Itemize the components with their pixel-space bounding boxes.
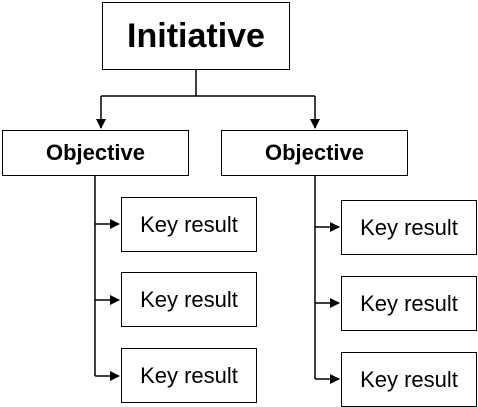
key-result-label: Key result — [360, 290, 458, 316]
key-result-box-1-1: Key result — [121, 197, 257, 252]
objective-label: Objective — [264, 140, 365, 165]
key-result-box-1-3: Key result — [121, 348, 257, 403]
objective-box-2: Objective — [221, 130, 408, 176]
objective-1-connector — [94, 176, 120, 381]
objective-box-1: Objective — [2, 130, 189, 176]
initiative-box: Initiative — [102, 2, 290, 70]
key-result-box-1-2: Key result — [121, 272, 257, 327]
key-result-box-2-2: Key result — [341, 276, 477, 331]
key-result-label: Key result — [360, 366, 458, 392]
key-result-label: Key result — [360, 214, 458, 240]
key-result-box-2-1: Key result — [341, 200, 477, 255]
key-result-label: Key result — [140, 286, 238, 312]
objective-2-connector — [314, 176, 340, 384]
objective-label: Objective — [45, 140, 146, 165]
key-result-label: Key result — [140, 211, 238, 237]
key-result-box-2-3: Key result — [341, 352, 477, 407]
initiative-label: Initiative — [127, 16, 265, 55]
initiative-connector — [96, 70, 320, 129]
key-result-label: Key result — [140, 362, 238, 388]
